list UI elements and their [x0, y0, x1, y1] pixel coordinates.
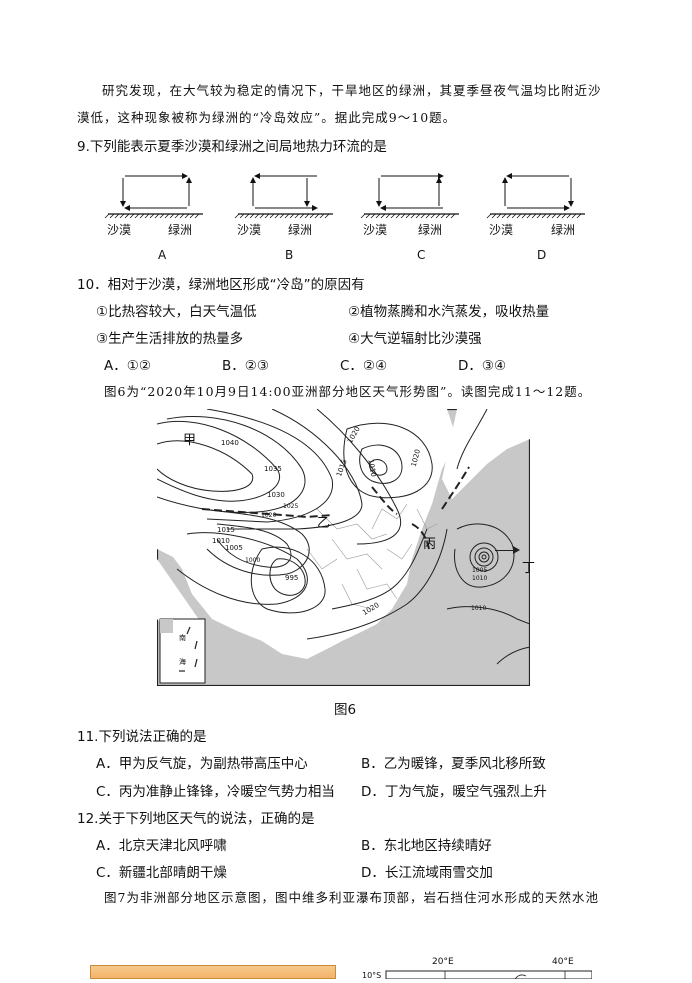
- q10-option-d: D．③④: [458, 358, 507, 374]
- q9-stem: 9.下列能表示夏季沙漠和绿洲之间局地热力环流的是: [77, 139, 387, 155]
- option-letter-d: D: [537, 248, 547, 262]
- q12-stem: 12.关于下列地区天气的说法，正确的是: [77, 811, 315, 827]
- option-letter-c: C: [417, 248, 426, 262]
- diagram-c-left-label: 沙漠: [363, 223, 388, 237]
- diagram-d-left-label: 沙漠: [489, 223, 514, 237]
- intro-line-2: 漠低，这种现象被称为绿洲的“冷岛效应”。据此完成9～10题。: [77, 110, 457, 125]
- diagram-b-left-label: 沙漠: [237, 223, 262, 237]
- q10-option-c: C．②④: [340, 358, 388, 374]
- q12-option-b: B．东北地区持续晴好: [361, 838, 492, 854]
- arrow-head-icon: [513, 546, 520, 554]
- q10-option-b: B．②③: [222, 358, 269, 374]
- isobar-label: 1040: [221, 439, 239, 447]
- isobar-label: 1000: [245, 557, 261, 564]
- q10-item-4: ④大气逆辐射比沙漠强: [348, 331, 482, 347]
- q10-stem: 10．相对于沙漠，绿洲地区形成“冷岛”的原因有: [77, 277, 365, 293]
- isobar-label: 1015: [217, 526, 235, 534]
- isobar-label: 1025: [283, 503, 299, 510]
- q10-item-2: ②植物蒸腾和水汽蒸发，吸收热量: [348, 304, 550, 320]
- diagram-b-right-label: 绿洲: [288, 223, 313, 237]
- diagram-a-right-label: 绿洲: [168, 223, 193, 237]
- isobar-label: 1010: [212, 537, 230, 545]
- q12-option-a: A．北京天津北风呼啸: [96, 838, 227, 854]
- marker-ding: 丁: [522, 561, 536, 576]
- q12-option-d: D．长江流域雨雪交加: [361, 865, 493, 881]
- longitude-label-20e: 20°E: [432, 957, 454, 967]
- marker-yi: 乙: [317, 516, 331, 531]
- intro-line-1: 研究发现，在大气较为稳定的情况下，干旱地区的绿洲，其夏季昼夜气温均比附近沙: [102, 83, 602, 98]
- q11-stem: 11.下列说法正确的是: [77, 729, 207, 745]
- marker-jia: 甲: [183, 433, 197, 448]
- q11-option-a: A．甲为反气旋，为副热带高压中心: [96, 756, 308, 772]
- isobar-label: 1010: [471, 605, 487, 612]
- isobar-label: 1035: [264, 465, 282, 473]
- q10-item-1: ①比热容较大，白天气温低: [96, 304, 257, 320]
- q11-option-d: D．丁为气旋，暖空气强烈上升: [361, 784, 547, 800]
- isobar-label: 1005: [472, 567, 488, 574]
- longitude-label-40e: 40°E: [552, 957, 574, 967]
- fig6-intro: 图6为“2020年10月9日14:00亚洲部分地区天气形势图”。读图完成11～1…: [104, 384, 592, 399]
- q10-option-a: A．①②: [104, 358, 151, 374]
- diagram-c-right-label: 绿洲: [418, 223, 443, 237]
- isobar-label: 1020: [261, 512, 277, 519]
- q11-option-c: C．丙为准静止锋锋，冷暖空气势力相当: [96, 784, 335, 800]
- circulation-diagram-d: [486, 173, 585, 219]
- isobar-label: 1010: [472, 575, 488, 582]
- option-letter-b: B: [285, 248, 294, 262]
- circulation-diagram-c: [360, 173, 459, 219]
- arrow-to-ding: [495, 550, 517, 551]
- option-letter-a: A: [158, 248, 167, 262]
- circulation-diagram-a: [104, 173, 203, 219]
- weather-map-svg: [156, 408, 531, 687]
- isobar-label: 1005: [225, 544, 243, 552]
- isobar-label: 995: [285, 574, 299, 582]
- q12-option-c: C．新疆北部晴朗干燥: [96, 865, 227, 881]
- inset-label-top: 南: [179, 634, 186, 642]
- fig7-intro: 图7为非洲部分地区示意图，图中维多利亚瀑布顶部，岩石挡住河水形成的天然水池: [104, 890, 599, 905]
- weather-map: 1040 1035 1030 1025 1020 1015 1010 1005 …: [156, 408, 535, 687]
- q10-item-3: ③生产生活排放的热量多: [96, 331, 244, 347]
- isobar-label: 1030: [267, 491, 285, 499]
- waterfall-photo: [90, 965, 336, 979]
- diagram-d-right-label: 绿洲: [551, 223, 576, 237]
- diagram-a-left-label: 沙漠: [107, 223, 132, 237]
- inset-label-bottom: 海: [179, 658, 186, 666]
- circulation-diagram-b: [234, 173, 333, 219]
- figure-caption: 图6: [334, 702, 357, 718]
- africa-map: 20°E 40°E 10°S: [360, 957, 593, 980]
- latitude-label-10s: 10°S: [362, 971, 382, 980]
- q11-option-b: B．乙为暖锋，夏季风北移所致: [361, 756, 546, 772]
- marker-bing: 丙: [423, 537, 437, 552]
